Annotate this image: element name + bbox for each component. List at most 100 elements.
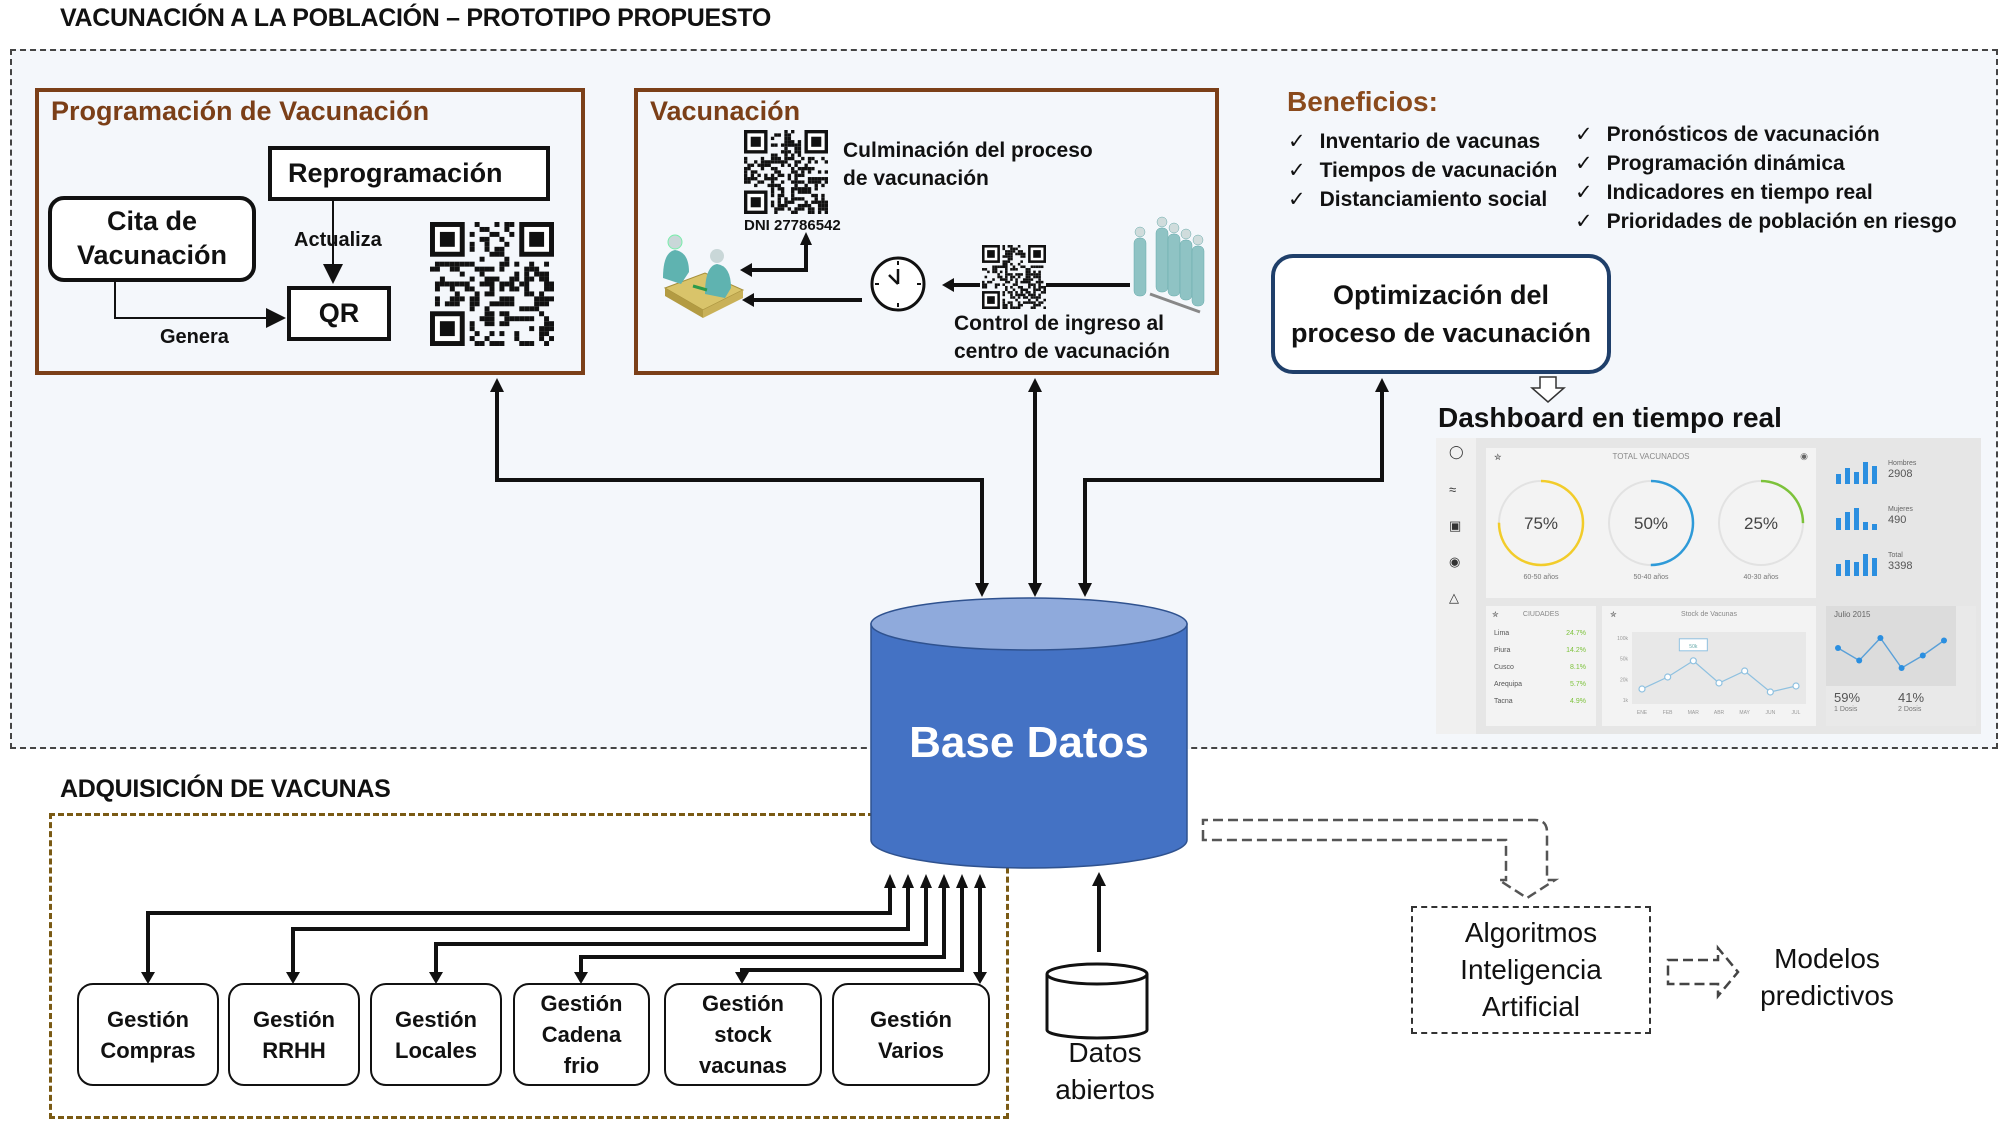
gestion-module-label: RRHH — [262, 1037, 326, 1063]
gestion-module-label: Cadena — [541, 1022, 622, 1047]
module-connector — [434, 886, 928, 975]
modelos-label: Modelos predictivos — [1742, 940, 1912, 1014]
stat-label: Mujeres — [1888, 506, 1913, 513]
gauge-label: 50-40 años — [1633, 574, 1669, 581]
vacunacion-title: Vacunación — [650, 96, 801, 126]
datos-abiertos-line2: abiertos — [1055, 1074, 1155, 1105]
julio-point — [1898, 665, 1905, 671]
arrowhead-up — [902, 874, 914, 888]
chart-icon: ≈ — [1449, 482, 1457, 497]
down-hollow-arrow-icon — [1530, 376, 1566, 403]
reprogramacion-label: Reprogramación — [288, 157, 503, 188]
culminacion-line2: de vacunación — [843, 167, 989, 190]
city-pct: 8.1% — [1570, 664, 1586, 671]
gestion-module-label: stock — [714, 1022, 772, 1047]
julio-line — [1837, 636, 1945, 669]
stock-point — [1741, 667, 1749, 675]
base-datos-label: Base Datos — [909, 718, 1149, 767]
module-connector — [146, 886, 892, 975]
city-pct: 5.7% — [1570, 681, 1586, 688]
julio-point — [1835, 645, 1841, 651]
qr-code-icon — [430, 222, 554, 346]
settings-icon: ◉ — [1800, 451, 1808, 461]
control-line1: Control de ingreso al — [954, 312, 1165, 335]
reprogramacion-box: Reprogramación — [268, 146, 550, 201]
actualiza-label: Actualiza — [294, 229, 382, 251]
arrowhead-down — [429, 972, 443, 984]
stock-month: JUN — [1765, 710, 1775, 716]
stock-month: MAY — [1739, 710, 1750, 716]
arrowhead-up — [884, 874, 896, 888]
stock-point — [1638, 685, 1646, 693]
optimizacion-line1: Optimización del — [1332, 280, 1550, 310]
cita-line2: Vacunación — [76, 240, 228, 270]
gestion-module-label: vacunas — [698, 1053, 788, 1078]
db-optimizacion-connector — [1083, 390, 1384, 590]
modelos-line2: predictivos — [1760, 980, 1894, 1011]
ai-to-models-arrow — [1666, 944, 1740, 1000]
gauge-arc — [1497, 479, 1585, 567]
bar-chart-icon — [1836, 462, 1877, 484]
optimizacion-line2: proceso de vacunación — [1290, 318, 1592, 348]
algoritmos-box: Algoritmos Inteligencia Artificial — [1411, 906, 1651, 1034]
algoritmos-label: Algoritmos Inteligencia Artificial — [1413, 908, 1649, 1025]
arrowhead-up — [920, 874, 932, 888]
city-pct: 14.2% — [1566, 647, 1586, 654]
culminacion-line1: Culminación del proceso — [843, 139, 1093, 162]
ciudades-title: CIUDADES — [1522, 611, 1560, 618]
like-icon: △ — [1449, 590, 1459, 605]
benefit-item: Tiempos de vacunación — [1288, 156, 1558, 185]
arrowhead-down — [141, 972, 155, 984]
star-icon: ✮ — [1494, 452, 1502, 462]
beneficios-list-2: Pronósticos de vacunación Programación d… — [1575, 120, 1957, 236]
gauge-arc — [1717, 479, 1805, 567]
gauge-label: 40-30 años — [1743, 574, 1779, 581]
dosis-2-value: 41% — [1898, 690, 1925, 705]
bar-chart-icon — [1836, 554, 1877, 576]
stat-label: Hombres — [1888, 460, 1917, 467]
base-datos-cylinder — [870, 597, 1188, 869]
gestion-module-label: frio — [563, 1053, 600, 1078]
modelos-line1: Modelos — [1774, 943, 1880, 974]
vaccination-desk-icon — [663, 234, 745, 318]
algoritmos-line2: Inteligencia — [1460, 954, 1602, 985]
dosis-2-label: 2 Dosis — [1898, 706, 1922, 713]
stat-label: Total — [1888, 552, 1903, 559]
algoritmos-line1: Algoritmos — [1464, 917, 1598, 948]
control-line2: centro de vacunación — [954, 340, 1170, 363]
bar-chart-icon — [1836, 508, 1877, 530]
qr-code-icon — [744, 130, 828, 214]
db-programacion-connector — [495, 390, 984, 590]
gestion-module-label: Gestión — [540, 991, 623, 1016]
city-pct: 4.9% — [1570, 698, 1586, 705]
julio-chart — [1835, 635, 1947, 671]
stock-tooltip — [1678, 638, 1708, 652]
module-connector — [579, 886, 946, 975]
genera-label: Genera — [160, 326, 229, 348]
total-vacunados-title: TOTAL VACUNADOS — [1612, 452, 1690, 461]
programacion-title: Programación de Vacunación — [51, 96, 430, 126]
module-connector — [291, 886, 910, 975]
adquisicion-area — [49, 813, 1009, 1119]
cita-line1: Cita de — [106, 206, 198, 237]
arrowhead-down — [735, 972, 749, 984]
dni-label: DNI 27786542 — [744, 217, 841, 234]
stock-month: ENE — [1637, 710, 1648, 716]
benefit-item: Prioridades de población en riesgo — [1575, 207, 1957, 236]
gauge-label: 60-50 años — [1523, 574, 1559, 581]
gauge-value: 25% — [1744, 514, 1778, 533]
beneficios-list-1: Inventario de vacunas Tiempos de vacunac… — [1288, 127, 1558, 214]
algoritmos-line3: Artificial — [1481, 991, 1580, 1022]
dashboard-screenshot: ◯ ≈ ▣ ◉ △ TOTAL VACUNADOS ✮ ◉ 75%60-50 a… — [1436, 438, 1981, 734]
